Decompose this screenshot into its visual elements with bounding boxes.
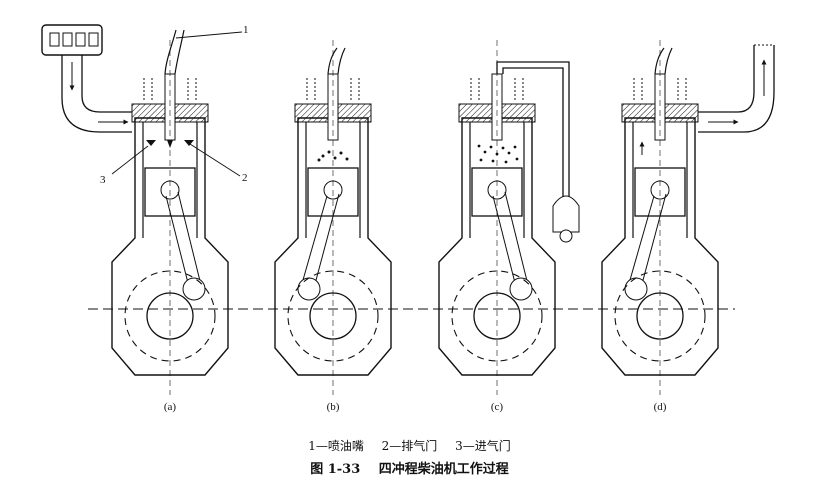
legend-item-intake-valve: 3—进气门 — [455, 439, 511, 453]
subfigure-label-b: (b) — [326, 401, 340, 413]
legend: 1—喷油嘴 2—排气门 3—进气门 — [0, 437, 819, 454]
legend-item-exhaust-valve: 2—排气门 — [381, 439, 438, 453]
figure-title: 四冲程柴油机工作过程 — [378, 462, 509, 477]
engine-diagram — [41, 24, 775, 395]
engine-panel-d — [601, 40, 775, 395]
figure-number: 图 1-33 — [310, 462, 361, 477]
subfigure-label-a: (a) — [163, 401, 177, 413]
callout-1: 1 — [243, 24, 249, 36]
engine-panel-b — [274, 40, 392, 395]
legend-item-injector: 1—喷油嘴 — [308, 439, 364, 453]
callout-2: 2 — [242, 172, 248, 184]
figure-caption: 图 1-33 四冲程柴油机工作过程 — [0, 458, 819, 477]
callout-3: 3 — [100, 174, 106, 186]
subfigure-label-d: (d) — [653, 401, 667, 413]
engine-panel-c — [438, 40, 580, 395]
subfigure-label-c: (c) — [490, 401, 504, 413]
engine-panel-a — [41, 24, 243, 395]
